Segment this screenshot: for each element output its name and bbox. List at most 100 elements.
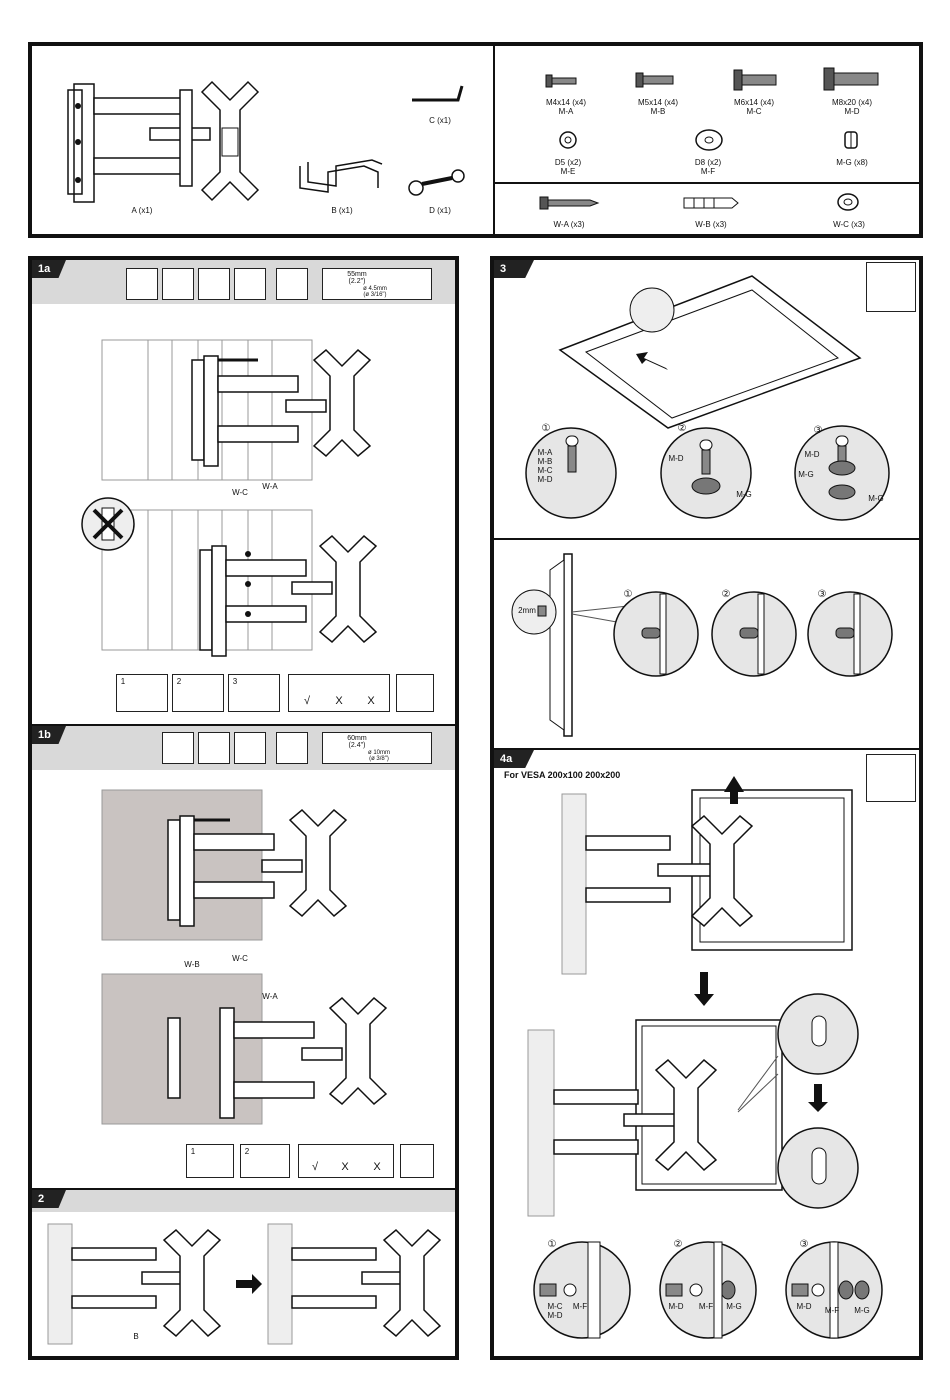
step-divider-1: [32, 724, 455, 726]
lag-bolt-w-a-icon: [539, 196, 600, 210]
step-3-circle-1: [525, 427, 617, 519]
drill-depth-inch-label: (2.2"): [348, 278, 366, 285]
two-person-lift-panel: [866, 754, 916, 802]
step-4a-circle-1-label-a: M-C M-D: [547, 1302, 563, 1320]
concrete-tool-icon: [162, 732, 194, 764]
parts-list-box: A (x1) B (x1) C (x1) D (x1) M4x14 (x4) M…: [28, 42, 923, 238]
level-wrong-mark-3: X: [341, 1161, 349, 1173]
step-3-circle-3-label-md: M-D: [804, 450, 820, 459]
step-3-circle-3-num: ③: [813, 425, 823, 436]
drill-bit-spec-panel: 55mm (2.2") ø 4.5mm (ø 3/16"): [322, 268, 432, 300]
step-1a-substep-1: 1: [116, 674, 168, 712]
spacing-circle-2: [711, 591, 797, 677]
step-2-header: [32, 1190, 455, 1212]
step-4a-circle-2-label-a: M-D: [668, 1302, 684, 1311]
step-1b-substep-2: 2: [240, 1144, 290, 1178]
step-4a-attach-tv-illustration: [561, 776, 853, 1006]
stud-finder-tool-icon: [162, 268, 194, 300]
step-4a-section: 4a For VESA 200x100 200x200: [494, 750, 919, 1356]
step-1a-wc-callout: W-C: [232, 488, 248, 497]
drill-bit-label-2: ø 10mm: [367, 750, 390, 756]
screwdriver-tool-icon: [198, 268, 230, 300]
level-wrong-mark-2: X: [367, 695, 375, 707]
step-1b-wc-callout: W-C: [232, 954, 248, 963]
step-3-circle-3: [794, 425, 890, 521]
spacing-circle-1-num: ①: [623, 589, 633, 600]
hardware-w-b-label: W-B (x3): [695, 220, 727, 229]
drill-depth-label-2: 60mm: [347, 735, 367, 742]
screw-m-b-icon: [635, 72, 674, 88]
hardware-m-g-label: M-G (x8): [836, 158, 868, 167]
anchor-w-b-icon: [683, 197, 739, 209]
right-column-box: 3 ① M-A M-B M-C M-D ② M-D M-G ③ M-D: [490, 256, 923, 1360]
step-3-divider: [494, 538, 919, 540]
step-1b-level-check-panel: √ X X: [298, 1144, 394, 1178]
spacing-circle-2-num: ②: [721, 589, 731, 600]
step-2-hook-callout: B: [133, 1332, 139, 1341]
part-a-label: A (x1): [131, 206, 153, 215]
pencil-tool-icon-2: [234, 732, 266, 764]
step-1b-substep-1: 1: [186, 1144, 234, 1178]
step-1b-concrete-wall-illustration: [101, 789, 388, 1125]
spacer-m-g-icon: [844, 131, 858, 149]
hook-b-icon: [299, 159, 383, 193]
step-4a-circle-1: [533, 1241, 631, 1339]
step-3-circle-2-label-md: M-D: [668, 454, 684, 463]
screw-m-a-icon: [545, 74, 577, 88]
step-4a-circle-3-label-b: M-F: [824, 1306, 840, 1315]
step-4a-circle-1-num: ①: [547, 1239, 557, 1250]
step-4a-circle-3: [785, 1241, 883, 1339]
part-c-label: C (x1): [429, 116, 451, 125]
washer-m-f-icon: [695, 129, 723, 151]
spacing-gap-label: 2mm: [518, 606, 536, 615]
step-3-circle-1-num: ①: [541, 423, 551, 434]
step-4a-vesa-title: For VESA 200x100 200x200: [504, 770, 621, 780]
step-4a-circle-2-num: ②: [673, 1239, 683, 1250]
step-3-circle-3-label-mg1: M-G: [798, 470, 814, 479]
hardware-m-f-label: D8 (x2) M-F: [694, 158, 722, 176]
step-1a-level-check-panel: √ X X: [288, 674, 390, 712]
step-1a-drill-panel: [396, 674, 434, 712]
step-4a-circle-3-label-a: M-D: [796, 1302, 812, 1311]
step-4a-circle-2: [659, 1241, 757, 1339]
screw-m-c-icon: [733, 69, 777, 91]
hardware-m-a-label: M4x14 (x4) M-A: [545, 98, 586, 116]
step-4a-tv-mounted-illustration: [527, 993, 859, 1217]
hardware-divider: [495, 182, 923, 184]
step-2-tag: 2: [32, 1190, 66, 1208]
hardware-m-d-label: M8x20 (x4) M-D: [831, 98, 872, 116]
step-1a-wood-wall-illustration: [101, 339, 378, 657]
part-d-label: D (x1): [429, 206, 451, 215]
step-3-circle-2: [660, 427, 752, 519]
drill-depth-label: 55mm: [347, 271, 367, 278]
step-2-section: 2 B: [32, 1190, 455, 1356]
step-1b-tag: 1b: [32, 726, 66, 744]
spacing-circle-3: [807, 591, 893, 677]
left-column-box: 1a 55mm (2.2") ø 4.5mm (ø 3/16"): [28, 256, 459, 1360]
level-correct-mark: √: [303, 695, 311, 707]
step-3-circle-2-label-mg: M-G: [736, 490, 752, 499]
level-wrong-mark-1: X: [335, 695, 343, 707]
level-wrong-mark-4: X: [373, 1161, 381, 1173]
step-4a-circle-3-label-c: M-G: [854, 1306, 870, 1315]
level-correct-mark-2: √: [311, 1161, 319, 1173]
wrench-d-icon: [408, 169, 465, 196]
wall-mount-a-icon: [67, 80, 260, 203]
step-1a-section: 1a 55mm (2.2") ø 4.5mm (ø 3/16"): [32, 260, 455, 726]
screwdriver-tool-icon-2: [198, 732, 230, 764]
tv-side-profile-illustration: [511, 553, 573, 737]
drill-depth-inch-label-2: (2.4"): [348, 742, 366, 749]
drill-tool-icon-2: [276, 732, 308, 764]
step-1a-substep-3: 3: [228, 674, 280, 712]
step-1b-wb-callout: W-B: [184, 960, 200, 969]
part-b-label: B (x1): [331, 206, 353, 215]
wood-stud-tool-icon: [126, 268, 158, 300]
step-4a-circle-1-label-b: M-F: [572, 1302, 588, 1311]
screw-m-d-icon: [823, 67, 879, 91]
step-2-hang-bracket-illustration: [47, 1223, 442, 1345]
step-1a-substep-2: 2: [172, 674, 224, 712]
drill-bit-spec-panel-2: 60mm (2.4") ø 10mm (ø 3/8"): [322, 732, 432, 764]
step-4a-circle-2-label-c: M-G: [726, 1302, 742, 1311]
no-drywall-anchor-icon: [81, 497, 135, 551]
step-3-tag: 3: [494, 260, 534, 278]
